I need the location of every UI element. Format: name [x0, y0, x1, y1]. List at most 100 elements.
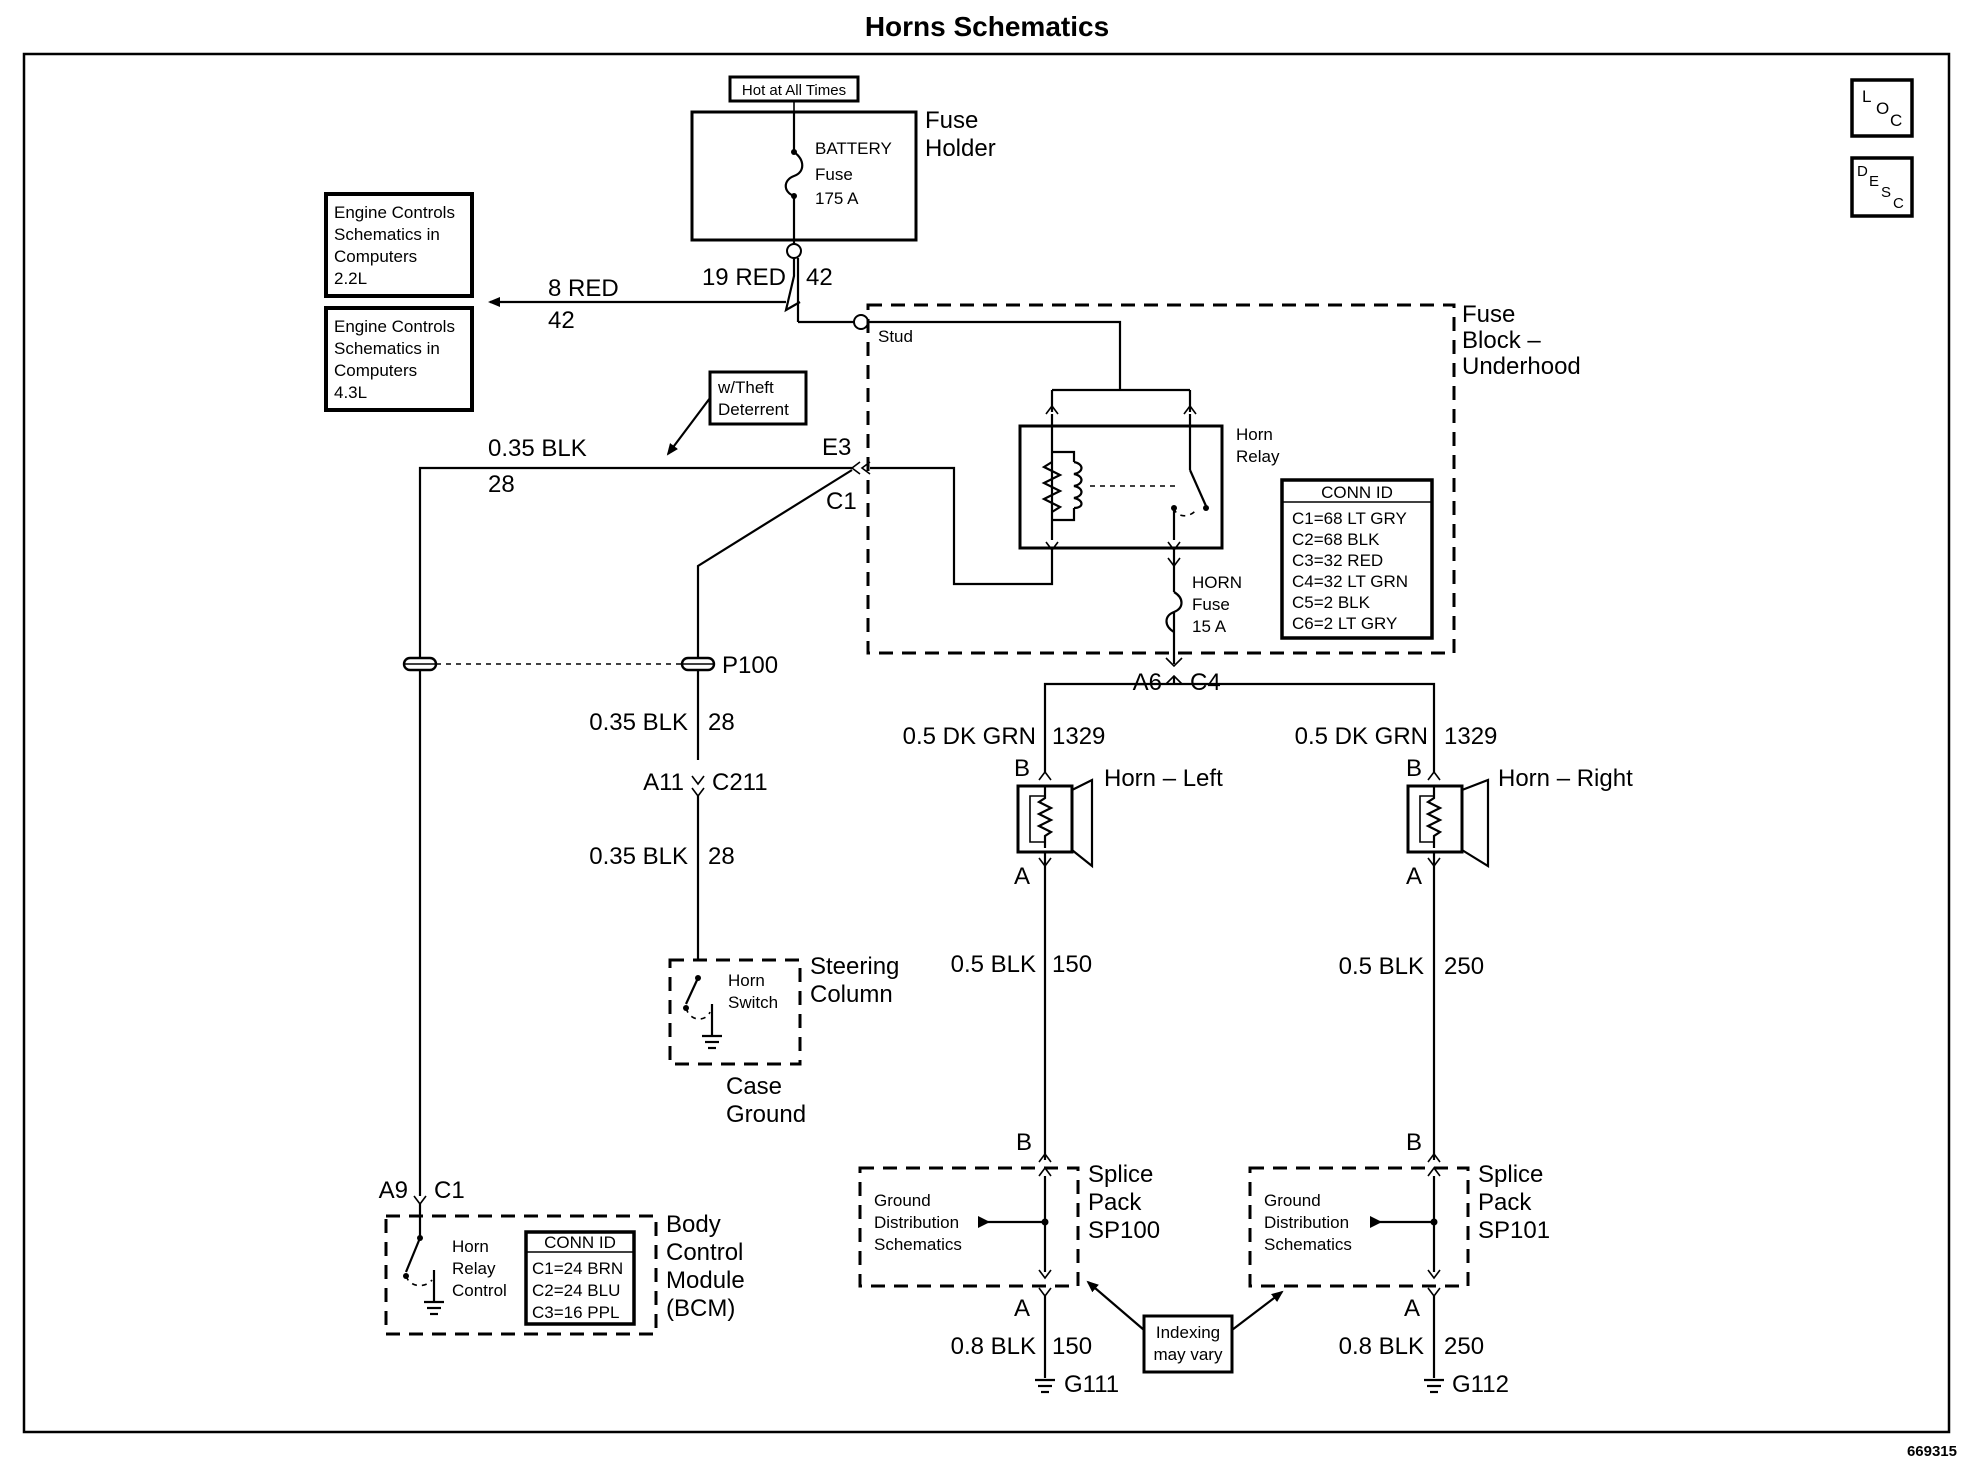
diagram-label: C6=2 LT GRY [1292, 614, 1397, 633]
diagram-label: C2=68 BLK [1292, 530, 1380, 549]
horn-right-coil-icon [1425, 786, 1443, 848]
diagram-label: SP101 [1478, 1217, 1550, 1244]
diagram-label: Horn [728, 971, 765, 990]
diagram-label: Case [726, 1073, 782, 1100]
diagram-label: C1 [826, 488, 857, 515]
diagram-label: Module [666, 1267, 745, 1294]
diagram-label: 0.35 BLK [488, 435, 587, 462]
document-number: 669315 [1907, 1443, 1957, 1460]
diagram-label: Ground [874, 1191, 931, 1210]
relay-coil-icon [1073, 460, 1083, 510]
diagram-label: B [1014, 755, 1030, 782]
fuse-block-conn-id-table: CONN ID C1=68 LT GRY C2=68 BLK C3=32 RED… [1280, 478, 1434, 640]
diagram-label: 0.5 DK GRN [1295, 723, 1428, 750]
diagram-label: 150 [1052, 1333, 1092, 1360]
stud-label: Stud [878, 327, 913, 346]
case-ground-icon [702, 1034, 722, 1050]
diagram-label: Fuse [925, 107, 978, 134]
diagram-label: C1 [434, 1177, 465, 1204]
diagram-label: Distribution [874, 1213, 959, 1232]
fuse-holder-terminal [786, 243, 802, 259]
diagram-label: 1329 [1444, 723, 1497, 750]
diagram-label: Engine Controls [334, 317, 455, 336]
desc-icon[interactable]: D E S C [1850, 156, 1914, 218]
diagram-label: CONN ID [1321, 483, 1393, 502]
sp100-arrow-icon [978, 1216, 990, 1228]
body-control-module: Horn Relay Control CONN ID C1=24 BRN C2=… [384, 1204, 745, 1336]
diagram-label: Horn – Left [1104, 765, 1223, 792]
diagram-label: 0.35 BLK [589, 709, 688, 736]
diagram-label: 28 [708, 709, 735, 736]
diagram-label: C5=2 BLK [1292, 593, 1371, 612]
diagram-label: Ground [1264, 1191, 1321, 1210]
horn-left-coil-icon [1036, 786, 1054, 848]
diagram-label: 2.2L [334, 269, 367, 288]
diagram-label: A [1014, 1295, 1030, 1322]
diagram-label: Relay [1236, 447, 1280, 466]
diagram-label: Underhood [1462, 353, 1581, 380]
diagram-label: Horn [452, 1237, 489, 1256]
diagram-label: Relay [452, 1259, 496, 1278]
diagram-label: 250 [1444, 953, 1484, 980]
diagram-label: 15 A [1192, 617, 1227, 636]
diagram-label: Fuse [1462, 301, 1515, 328]
diagram-label: B [1406, 755, 1422, 782]
diagram-label: Pack [1478, 1189, 1532, 1216]
diagram-label: w/Theft [717, 378, 774, 397]
engine-controls-ref-2-2l[interactable]: Engine Controls Schematics in Computers … [324, 192, 474, 298]
g112-ground-icon [1424, 1378, 1444, 1394]
diagram-label: may vary [1154, 1345, 1223, 1364]
diagram-label: 42 [548, 307, 575, 334]
diagram-label: C3=32 RED [1292, 551, 1383, 570]
diagram-label: O [1876, 99, 1889, 118]
theft-deterrent-note: w/Theft Deterrent [666, 370, 808, 456]
relay-resistor-icon [1041, 461, 1063, 513]
diagram-label: Horn [1236, 425, 1273, 444]
fuse-block-underhood: Fuse Block – Underhood Stud Horn Relay [866, 301, 1581, 655]
diagram-label: 0.35 BLK [589, 843, 688, 870]
steering-column: Horn Switch Steering Column Case Ground [668, 953, 899, 1128]
diagram-label: Schematics [1264, 1235, 1352, 1254]
p100-passthrough-right [680, 656, 716, 672]
diagram-label: Computers [334, 247, 417, 266]
diagram-label: 28 [488, 471, 515, 498]
diagram-label: B [1016, 1129, 1032, 1156]
diagram-label: (BCM) [666, 1295, 735, 1322]
splice-pack-sp101: Ground Distribution Schematics Splice Pa… [1248, 1161, 1550, 1288]
diagram-label: 42 [806, 264, 833, 291]
relay-contact-icon [1188, 469, 1208, 507]
diagram-label: Fuse [815, 165, 853, 184]
diagram-label: Splice [1088, 1161, 1153, 1188]
diagram-label: A11 [643, 769, 684, 796]
diagram-label: Engine Controls [334, 203, 455, 222]
horn-right [1406, 770, 1490, 868]
diagram-label: E [1869, 173, 1879, 190]
diagram-label: C1=24 BRN [532, 1259, 623, 1278]
diagram-label: C [1893, 195, 1904, 212]
diagram-label: 175 A [815, 189, 859, 208]
diagram-label: Ground [726, 1101, 806, 1128]
diagram-label: C4 [1190, 669, 1221, 696]
loc-icon[interactable]: L O C [1850, 78, 1914, 138]
diagram-label: 28 [708, 843, 735, 870]
diagram-label: Block – [1462, 327, 1541, 354]
diagram-label: Schematics in [334, 339, 440, 358]
diagram-label: E3 [822, 434, 851, 461]
diagram-label: 0.8 BLK [951, 1333, 1036, 1360]
diagram-label: A9 [379, 1177, 408, 1204]
fuse-holder: Hot at All Times BATTERY Fuse 175 A Fuse… [690, 75, 996, 242]
diagram-label: 150 [1052, 951, 1092, 978]
diagram-label: SP100 [1088, 1217, 1160, 1244]
diagram-label: 250 [1444, 1333, 1484, 1360]
horn-relay-control-icon [404, 1237, 422, 1273]
diagram-label: 19 RED [702, 264, 786, 291]
p100-passthrough-left [402, 656, 438, 672]
diagram-label: Holder [925, 135, 996, 162]
diagram-label: D [1857, 163, 1868, 180]
diagram-label: Control [666, 1239, 743, 1266]
diagram-label: 4.3L [334, 383, 367, 402]
engine-controls-ref-4-3l[interactable]: Engine Controls Schematics in Computers … [324, 306, 474, 412]
diagram-label: 0.8 BLK [1339, 1333, 1424, 1360]
diagram-label: C4=32 LT GRN [1292, 572, 1408, 591]
diagram-label: A [1014, 863, 1030, 890]
